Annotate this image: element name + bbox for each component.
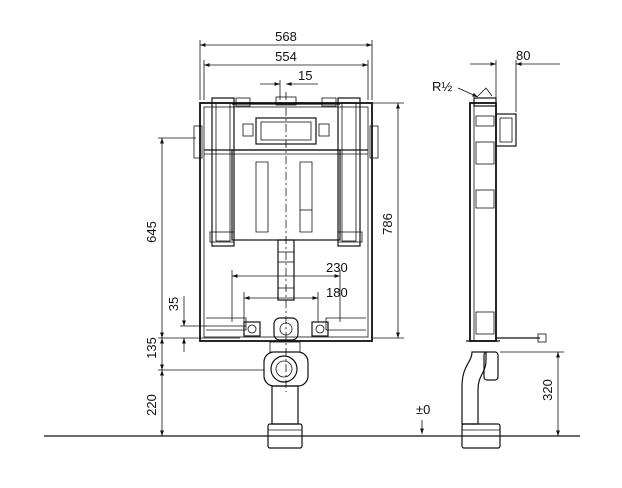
right-upright [337,97,361,247]
label-thread: R½ [432,79,452,94]
side-waste-bend [461,351,487,425]
dimension-side-depth: 80 [470,48,560,112]
dimension-total-height: 786 [372,102,404,339]
label-568: 568 [275,29,297,44]
front-view [193,92,379,449]
label-15: 15 [298,68,312,83]
dimension-bracket-offset: 35 [166,296,246,352]
label-180: 180 [326,285,348,300]
left-upright [211,97,235,247]
left-bolt [243,321,261,337]
right-bolt [311,321,329,337]
label-135: 135 [144,337,159,359]
side-view [461,87,547,449]
dimension-inner-width: 554 [203,49,369,100]
dimension-side-waste-height: 320 [500,351,564,436]
waste-pipe [271,385,299,425]
label-80: 80 [516,48,530,63]
dimension-waste-height: 220 [144,370,164,436]
label-220: 220 [144,394,159,416]
label-786: 786 [380,213,395,235]
dimension-overall-width: 568 [199,29,373,100]
floor-level-marker: ±0 [416,402,430,437]
dimension-bolt-height: 135 [144,337,264,371]
dimension-upper-height: 645 [144,137,196,338]
dimension-bolt-spacing-outer: 230 [231,260,348,322]
label-554: 554 [275,49,297,64]
dimension-center-offset: 15 [260,68,318,100]
label-645: 645 [144,221,159,243]
thread-callout: R½ [432,79,479,98]
label-floor-level: ±0 [416,402,430,417]
label-35: 35 [166,297,181,311]
label-320: 320 [540,379,555,401]
label-230: 230 [326,260,348,275]
dimension-bolt-spacing-inner: 180 [243,285,348,322]
